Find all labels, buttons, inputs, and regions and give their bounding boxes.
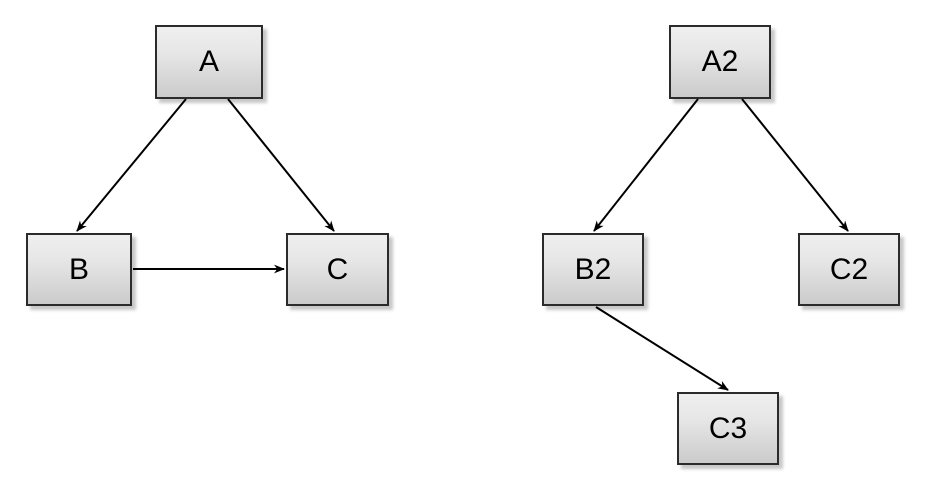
edge-a2-to-c2[interactable] <box>741 98 849 232</box>
node-label-c2: C2 <box>829 252 869 286</box>
node-c[interactable]: C <box>286 233 389 306</box>
node-c3[interactable]: C3 <box>677 392 779 465</box>
node-label-a2: A2 <box>701 45 739 78</box>
edge-a-to-b[interactable] <box>76 98 187 232</box>
node-label-b2: B2 <box>574 252 612 286</box>
node-label-c3: C3 <box>708 411 748 445</box>
node-a[interactable]: A <box>155 25 263 99</box>
node-label-c: C <box>326 252 349 286</box>
edge-a2-to-b2[interactable] <box>593 98 699 232</box>
node-b2[interactable]: B2 <box>542 233 644 306</box>
node-label-a: A <box>198 45 219 78</box>
node-b[interactable]: B <box>26 233 132 306</box>
node-label-b: B <box>68 252 89 286</box>
edges-group <box>76 98 849 391</box>
node-c2[interactable]: C2 <box>798 233 900 306</box>
node-a2[interactable]: A2 <box>669 25 771 99</box>
edge-b2-to-c3[interactable] <box>595 306 729 391</box>
edge-a-to-c[interactable] <box>227 98 335 232</box>
